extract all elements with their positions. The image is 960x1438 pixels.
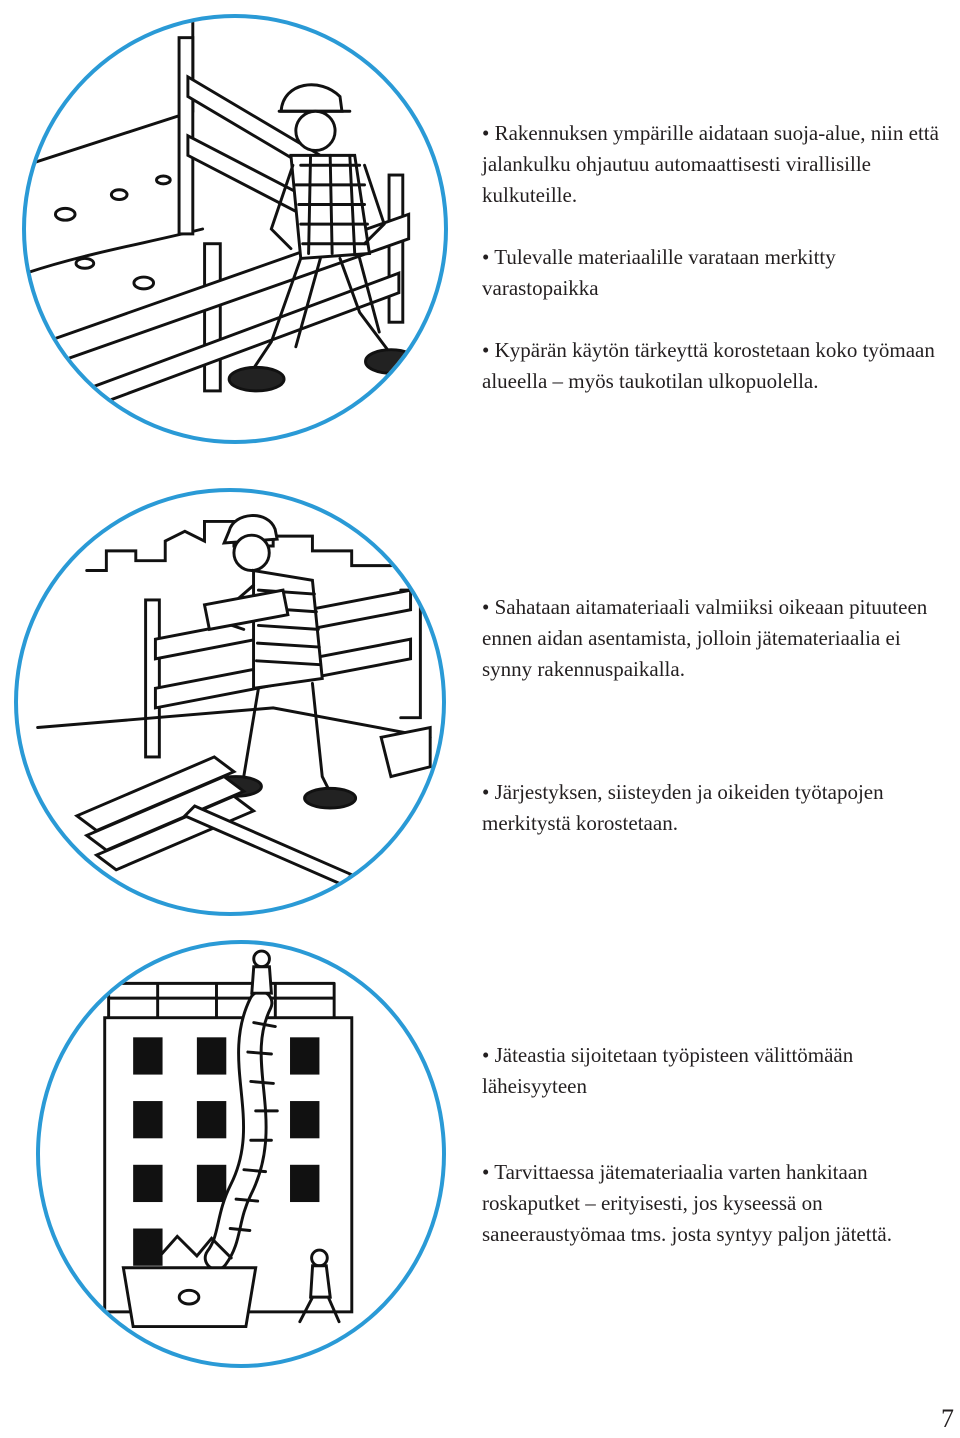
bullet-text: Kypärän käytön tärkeyttä korostetaan kok… [482, 338, 935, 393]
fence-worker-illustration [22, 14, 448, 444]
waste-chute-drawing [103, 949, 354, 1329]
bullet-text: Tarvittaessa jätemateriaalia varten hank… [482, 1160, 892, 1246]
bullet-text: Sahataan aitamateriaali valmiiksi oikeaa… [482, 595, 928, 681]
sawing-boards-drawing [36, 514, 432, 887]
bullet-item: • Rakennuksen ympärille aidataan suoja-a… [482, 121, 939, 207]
sawing-boards-illustration [14, 488, 446, 916]
bullet-item: • Kypärän käytön tärkeyttä korostetaan k… [482, 338, 935, 393]
bullet-item: • Tulevalle materiaalille varataan merki… [482, 245, 836, 300]
bullet-item: • Jäteastia sijoitetaan työpisteen välit… [482, 1043, 854, 1098]
page-number: 7 [941, 1404, 954, 1433]
waste-chute-illustration [36, 940, 446, 1368]
bullet-text: Rakennuksen ympärille aidataan suoja-alu… [482, 121, 939, 207]
bullet-item: • Tarvittaessa jätemateriaalia varten ha… [482, 1160, 892, 1246]
bullet-item: • Järjestyksen, siisteyden ja oikeiden t… [482, 780, 884, 835]
section-1-text: • Rakennuksen ympärille aidataan suoja-a… [482, 118, 942, 428]
bullet-text: Järjestyksen, siisteyden ja oikeiden työ… [482, 780, 884, 835]
bullet-item: • Sahataan aitamateriaali valmiiksi oike… [482, 595, 928, 681]
bullet-text: Jäteastia sijoitetaan työpisteen välittö… [482, 1043, 854, 1098]
bullet-text: Tulevalle materiaalille varataan merkitt… [482, 245, 836, 300]
section-3-text: • Jäteastia sijoitetaan työpisteen välit… [482, 1040, 942, 1281]
fence-worker-drawing [26, 18, 418, 423]
section-2-text: • Sahataan aitamateriaali valmiiksi oike… [482, 592, 942, 870]
